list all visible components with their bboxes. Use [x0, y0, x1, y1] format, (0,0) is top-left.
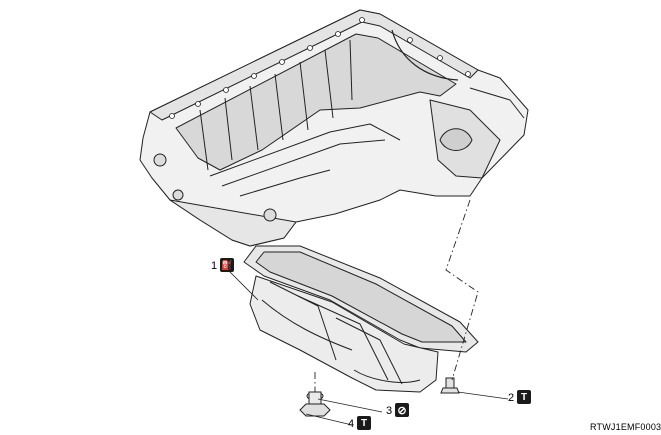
- callout-1-number: 1: [211, 260, 218, 272]
- do-not-reuse-icon: ⊘: [395, 403, 409, 417]
- flange-bolt-holes: [169, 17, 471, 119]
- alignment-lines: [314, 199, 479, 392]
- torque-icon: T: [357, 416, 371, 430]
- sealant-icon: ⛽: [220, 258, 234, 272]
- upper-oil-pan-housing: [139, 9, 529, 247]
- torque-icon: T: [517, 390, 531, 404]
- figure-code: RTWJ1EMF000301: [590, 422, 661, 432]
- callout-4-number: 4: [348, 418, 355, 430]
- oil-pan-bolt: [440, 377, 460, 394]
- drain-plug: [299, 391, 331, 417]
- lower-oil-pan: [243, 245, 479, 393]
- callout-3-number: 3: [386, 405, 393, 417]
- callout-2-number: 2: [508, 392, 515, 404]
